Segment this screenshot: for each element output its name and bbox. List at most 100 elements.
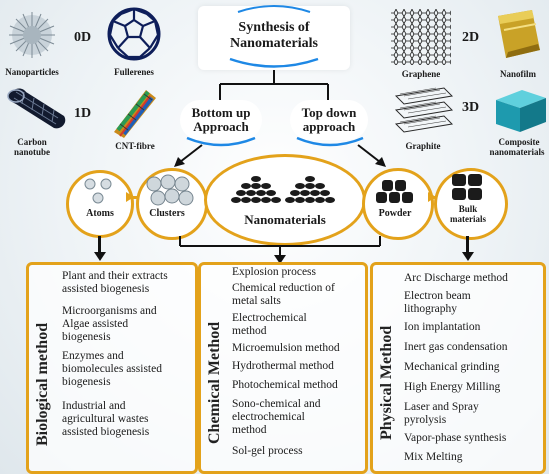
physical-item-2-line-1: Electron beam (404, 290, 471, 302)
biological-item-1: Plant and their extracts assisted biogen… (62, 270, 190, 296)
physical-item-3: Ion implantation (404, 321, 542, 334)
chemical-item-6-line-1: Photochemical method (232, 379, 338, 391)
chemical-item-2: Chemical reduction of metal salts (232, 282, 360, 308)
atoms-image (84, 178, 112, 204)
chemical-item-5-line-1: Hydrothermal method (232, 360, 334, 372)
biological-item-3-line-3: biogenesis (62, 376, 111, 388)
physical-item-8-line-1: Vapor-phase synthesis (404, 432, 507, 444)
nanofilm-label: Nanofilm (500, 69, 536, 79)
bottom-up-arc (186, 136, 256, 147)
biological-item-1-line-2: assisted biogenesis (62, 283, 150, 295)
bulk-down-stem (466, 236, 469, 254)
chemical-item-3-line-1: Electrochemical (232, 312, 307, 324)
biological-item-4: Industrial and agricultural wastes assis… (62, 400, 190, 439)
dimension-3d: 3D (462, 100, 480, 115)
top-down-arc (296, 136, 364, 147)
physical-item-1: Arc Discharge method (404, 272, 542, 285)
biological-item-2-line-1: Microorganisms and (62, 305, 157, 317)
chemical-item-5: Hydrothermal method (232, 360, 360, 373)
fullerene-image (107, 7, 161, 61)
biological-item-2-line-2: Algae assisted (62, 318, 129, 330)
top-down-label-1: Top down (301, 105, 357, 120)
nanoparticles-image (9, 12, 55, 58)
biological-item-4-line-2: agricultural wastes (62, 413, 149, 425)
physical-title: Physical Method (378, 325, 395, 440)
physical-item-4: Inert gas condensation (404, 341, 542, 354)
chemical-item-2-line-2: metal salts (232, 295, 281, 307)
chemical-item-1-line-1: Explosion process (232, 266, 317, 278)
graphite-image (394, 87, 454, 133)
nanomaterials-bracket (179, 236, 381, 264)
physical-item-7-line-2: pyrolysis (404, 414, 447, 426)
connector-triangles (126, 192, 436, 202)
bottom-up-label-2: Approach (193, 119, 249, 134)
biological-item-2: Microorganisms and Algae assisted biogen… (62, 305, 190, 344)
chemical-item-7-line-2: electrochemical (232, 411, 305, 423)
chemical-item-1: Explosion process (232, 266, 360, 279)
physical-item-2-line-2: lithography (404, 303, 458, 315)
bulk-label-1: Bulk (458, 204, 478, 214)
chemical-panel (198, 262, 368, 474)
nanomaterials-image (231, 176, 335, 203)
carbon-nanotube-label-2: nanotube (13, 147, 50, 157)
clusters-image (146, 174, 194, 206)
atoms-down-stem (98, 236, 101, 254)
physical-item-2: Electron beam lithography (404, 290, 542, 316)
chemical-item-7-line-1: Sono-chemical and (232, 398, 321, 410)
chemical-item-6: Photochemical method (232, 379, 360, 392)
graphite-label: Graphite (405, 141, 441, 151)
physical-panel (370, 262, 546, 474)
chemical-item-8-line-1: Sol-gel process (232, 445, 303, 457)
physical-item-7-line-1: Laser and Spray (404, 401, 479, 413)
carbon-nanotube-image (7, 88, 66, 129)
chemical-item-2-line-1: Chemical reduction of (232, 282, 335, 294)
physical-item-5: Mechanical grinding (404, 361, 542, 374)
chemical-item-3-line-2: method (232, 325, 267, 337)
physical-item-4-line-1: Inert gas condensation (404, 341, 508, 353)
nanoparticles-label: Nanoparticles (5, 67, 59, 77)
composite-label-1: Composite (498, 137, 540, 147)
physical-item-6-line-1: High Energy Milling (404, 381, 501, 393)
biological-title: Biological method (34, 322, 51, 446)
biological-item-3-line-2: biomolecules assisted (62, 363, 162, 375)
atoms-label: Atoms (86, 208, 114, 219)
title-box: Synthesis of Nanomaterials (198, 6, 350, 70)
biological-item-3: Enzymes and biomolecules assisted biogen… (62, 350, 190, 389)
biological-item-2-line-3: biogenesis (62, 331, 111, 343)
physical-item-7: Laser and Spray pyrolysis (404, 401, 542, 427)
composite-image (496, 90, 546, 132)
title-line-2: Nanomaterials (230, 36, 318, 51)
cnt-fibre-label: CNT-fibre (115, 141, 155, 151)
clusters-label: Clusters (149, 208, 185, 219)
biological-panel (26, 262, 198, 474)
physical-item-1-line-1: Arc Discharge method (404, 272, 508, 284)
physical-item-5-line-1: Mechanical grinding (404, 361, 500, 373)
chemical-title: Chemical Method (206, 321, 223, 444)
chemical-item-3: Electrochemical method (232, 312, 360, 338)
physical-item-9: Mix Melting (404, 451, 542, 464)
bulk-down-arrow (462, 252, 474, 261)
powder-image (376, 180, 413, 203)
chemical-item-4-line-1: Microemulsion method (232, 342, 340, 354)
physical-item-3-line-1: Ion implantation (404, 321, 481, 333)
graphene-image (391, 9, 451, 65)
chemical-item-8: Sol-gel process (232, 445, 360, 458)
cnt-fibre-image (114, 90, 156, 138)
atoms-circle (66, 170, 134, 238)
physical-item-8: Vapor-phase synthesis (404, 432, 542, 445)
dimension-0d: 0D (74, 30, 92, 45)
nanomaterials-label: Nanomaterials (244, 212, 326, 227)
bottom-up-label-1: Bottom up (191, 105, 251, 120)
title-branch-lines (219, 70, 329, 100)
biological-item-4-line-3: assisted biogenesis (62, 426, 150, 438)
title-arc (229, 57, 319, 68)
physical-item-6: High Energy Milling (404, 381, 542, 394)
dimension-2d: 2D (462, 30, 480, 45)
top-down-approach: Top down approach (290, 100, 368, 140)
bulk-label-2: materials (450, 214, 486, 224)
chemical-item-7: Sono-chemical and electrochemical method (232, 398, 360, 437)
graphene-label: Graphene (401, 69, 441, 79)
nanofilm-image (498, 10, 540, 58)
bulk-image (452, 174, 482, 200)
composite-label-2: nanomaterials (489, 147, 545, 157)
